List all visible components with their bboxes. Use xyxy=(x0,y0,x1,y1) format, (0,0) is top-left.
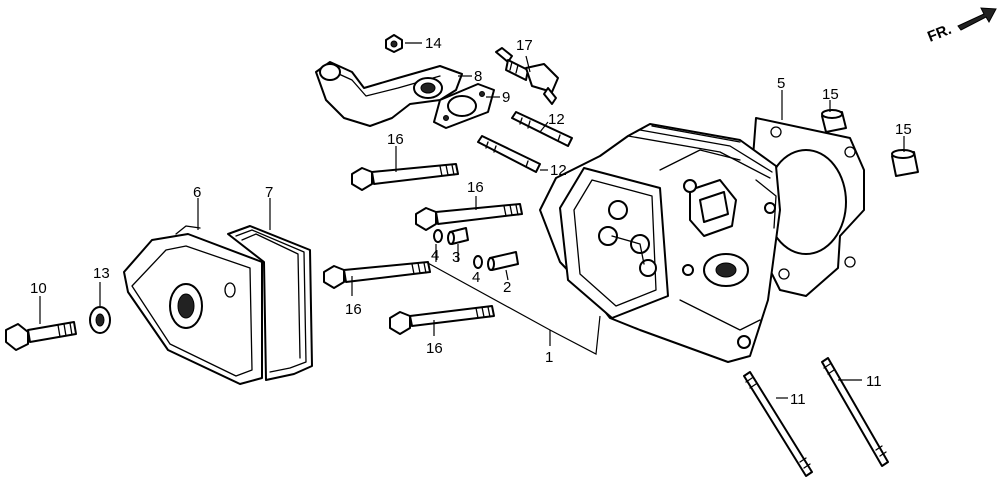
head-cover xyxy=(123,225,263,385)
leader-lines xyxy=(39,42,905,399)
callout-9: 9 xyxy=(502,89,510,106)
long-stud-left xyxy=(743,371,813,477)
head-bolt-upper xyxy=(351,163,459,191)
spark-plug xyxy=(495,47,559,105)
head-bolt-left xyxy=(323,261,431,289)
callout-11-right: 11 xyxy=(866,373,882,390)
callout-11-left: 11 xyxy=(790,391,806,408)
callout-15-left: 15 xyxy=(822,86,839,103)
callout-16-lower: 16 xyxy=(426,340,443,357)
pipe-gasket xyxy=(433,83,495,129)
cover-bolt xyxy=(5,321,77,351)
arrow-front-icon xyxy=(957,7,997,31)
intake-pipe xyxy=(315,61,463,127)
head-cover-gasket xyxy=(227,225,313,381)
dowel-sleeve-b xyxy=(891,149,919,177)
callout-14: 14 xyxy=(425,35,442,52)
o-ring-a xyxy=(433,229,443,243)
o-ring-b xyxy=(473,255,483,269)
cylinder-head-gasket xyxy=(751,117,865,297)
stud-bolt-lower xyxy=(477,135,541,173)
front-direction-label: FR. xyxy=(925,21,954,46)
callout-12-upper: 12 xyxy=(548,111,565,128)
callout-labels: 14 17 8 9 12 12 16 16 16 16 5 15 15 6 7 … xyxy=(30,35,912,408)
callout-16-upper: 16 xyxy=(387,131,404,148)
dowel-pin-a xyxy=(447,227,469,245)
callout-8: 8 xyxy=(474,68,482,85)
callout-6: 6 xyxy=(193,184,201,201)
callout-3: 3 xyxy=(452,249,460,266)
callout-5: 5 xyxy=(777,75,785,92)
callout-4-right: 4 xyxy=(472,269,480,286)
head-bolt-middle xyxy=(415,203,523,231)
callout-4-left: 4 xyxy=(431,247,439,264)
callout-10: 10 xyxy=(30,280,47,297)
long-stud-right xyxy=(821,357,889,467)
callout-13: 13 xyxy=(93,265,110,282)
callout-16-left: 16 xyxy=(345,301,362,318)
cylinder-head-assembly xyxy=(539,123,781,363)
callout-7: 7 xyxy=(265,184,273,201)
head-bolt-lower xyxy=(389,305,495,335)
dowel-pin-b xyxy=(487,251,519,271)
callout-2: 2 xyxy=(503,279,511,296)
callout-15-right: 15 xyxy=(895,121,912,138)
dowel-sleeve-a xyxy=(821,109,847,133)
flange-nut xyxy=(385,34,403,53)
callout-17: 17 xyxy=(516,37,533,54)
callout-1: 1 xyxy=(545,349,553,366)
callout-16-middle: 16 xyxy=(467,179,484,196)
sealing-washer xyxy=(89,306,111,334)
callout-12-lower: 12 xyxy=(550,162,567,179)
front-direction-indicator: FR. xyxy=(925,7,997,46)
